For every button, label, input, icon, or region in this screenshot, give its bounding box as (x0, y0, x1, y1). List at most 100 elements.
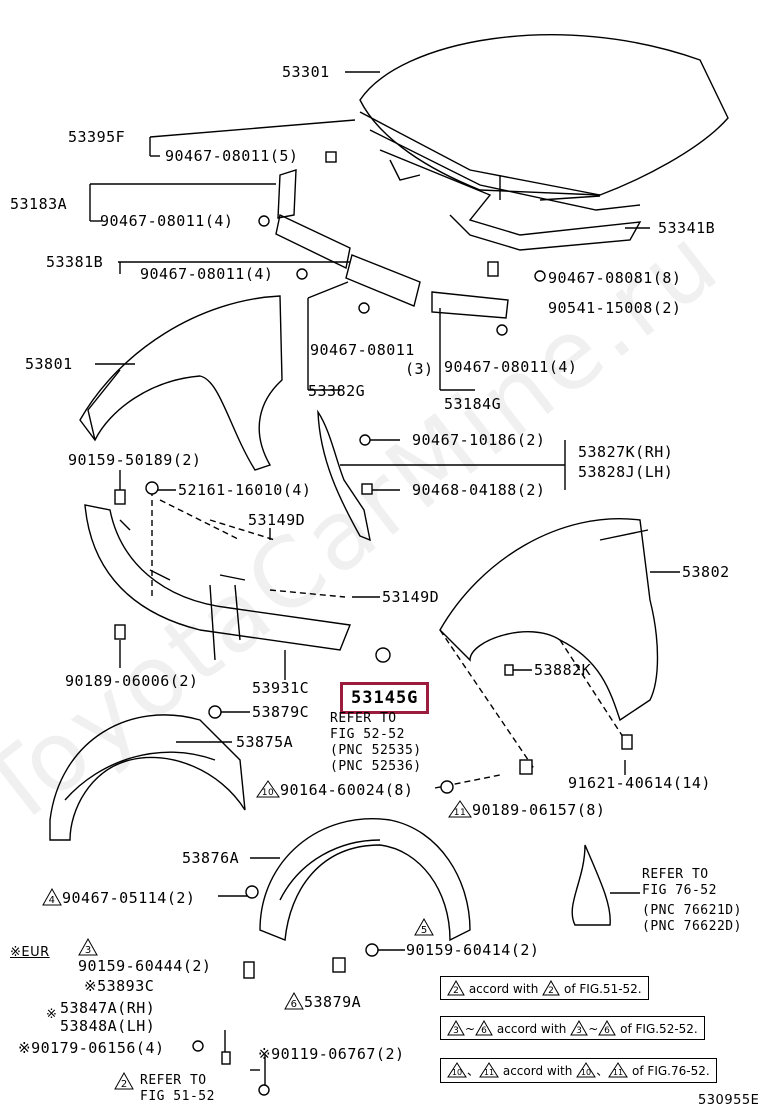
note-triangle-icon: 10 (447, 1062, 467, 1078)
rear-liner-drawing (259, 818, 471, 942)
bolt-91621-40614-label: 91621-40614(14) (568, 774, 711, 792)
svg-text:3: 3 (453, 1026, 459, 1036)
note-box-fig-52-52: 3~6 accord with 3~6 of FIG.52-52. (440, 1016, 705, 1040)
fastener-drawings (114, 151, 633, 1096)
leader-lines (89, 71, 680, 1090)
part-53184G-label: 53184G (444, 395, 502, 413)
part-53828J-label: 53828J(LH) (578, 463, 674, 481)
part-53341B-label: 53341B (658, 219, 716, 237)
svg-text:6: 6 (481, 1026, 487, 1036)
bumper-reinforcement-drawing (84, 504, 351, 661)
svg-text:3: 3 (576, 1026, 582, 1036)
note-triangle-icon: 6 (598, 1019, 617, 1036)
refer-52-52-line2: FIG 52-52 (330, 727, 405, 742)
right-fender-drawing (439, 518, 659, 722)
seal-drawings (275, 169, 509, 542)
front-liner-drawing (49, 714, 246, 841)
note-triangle-icon: 11 (479, 1062, 499, 1078)
svg-text:6: 6 (291, 999, 298, 1010)
part-53183A-label: 53183A (10, 195, 68, 213)
svg-text:2: 2 (548, 986, 554, 996)
part-53382G-label: 53382G (308, 382, 366, 400)
part-53301-label: 53301 (282, 63, 330, 81)
svg-text:11: 11 (454, 808, 466, 818)
note-triangle-4-icon: 4 (42, 887, 62, 906)
note-triangle-10-icon: 10 (256, 780, 280, 798)
note-triangle-3-icon: 3 (78, 938, 98, 956)
refer-52-52-line4: (PNC 52536) (330, 759, 422, 774)
part-53381B-label: 53381B (46, 253, 104, 271)
svg-text:4: 4 (49, 895, 56, 906)
part-53882K-label: 53882K (534, 661, 592, 679)
figure-id: 530955E (698, 1093, 760, 1108)
refer-52-52-line3: (PNC 52535) (330, 743, 422, 758)
note-triangle-icon: 3 (447, 1019, 465, 1036)
refer-51-52-line1: REFER TO (140, 1073, 207, 1088)
star-mark: ※ (46, 1007, 58, 1022)
svg-text:10: 10 (262, 788, 274, 798)
part-53802-label: 53802 (682, 563, 730, 581)
bolt-90159-50189-label: 90159-50189(2) (68, 451, 202, 469)
note-triangle-11-icon: 11 (448, 800, 472, 818)
note-triangle-icon: 2 (542, 979, 561, 996)
note-triangle-icon: 11 (608, 1062, 629, 1078)
bolt-qty-3-label: (3) (405, 360, 434, 378)
refer-76-52-line1: REFER TO (642, 867, 709, 882)
part-53879C-label: 53879C (252, 703, 310, 721)
part-53848A-label: 53848A(LH) (60, 1017, 156, 1035)
note-triangle-5-icon: 5 (414, 918, 434, 936)
svg-text:3: 3 (85, 945, 91, 956)
part-53847A-label: 53847A(RH) (60, 999, 156, 1017)
left-fender-drawing (79, 295, 283, 471)
refer-76-52-line4: (PNC 76622D) (642, 919, 742, 934)
part-53876A-label: 53876A (182, 849, 240, 867)
highlighted-part-53145G[interactable]: 53145G (340, 682, 430, 714)
part-53931C-label: 53931C (252, 679, 310, 697)
bolt-90468-04188-label: 90468-04188(2) (412, 481, 546, 499)
svg-text:10: 10 (581, 1068, 591, 1077)
bolt-90467-08011-4b-label: 90467-08011(4) (140, 265, 274, 283)
note-box-fig-76-52: 10、11 accord with 10、11 of FIG.76-52. (440, 1058, 717, 1083)
mudguard-drawing (571, 844, 611, 926)
bolt-90189-06006-label: 90189-06006(2) (65, 672, 199, 690)
svg-text:10: 10 (452, 1068, 462, 1077)
note-triangle-icon: 6 (475, 1019, 493, 1036)
note-triangle-icon: 3 (570, 1019, 589, 1036)
bolt-90159-60414-label: 90159-60414(2) (406, 941, 540, 959)
note-triangle-icon: 10 (576, 1062, 597, 1078)
clip-52161-16010-label: 52161-16010(4) (178, 481, 312, 499)
part-53801-label: 53801 (25, 355, 73, 373)
note-triangle-6-icon: 6 (284, 991, 304, 1010)
part-53395F-label: 53395F (68, 128, 126, 146)
refer-51-52-line2: FIG 51-52 (140, 1089, 215, 1104)
part-53827K-label: 53827K(RH) (578, 443, 674, 461)
part-53893C-label: ※53893C (84, 977, 155, 995)
bolt-90179-06156-label: ※90179-06156(4) (18, 1039, 165, 1057)
bolt-90467-08011-3-label: 90467-08011 (310, 341, 415, 359)
note-triangle-2-icon: 2 (114, 1072, 134, 1090)
svg-text:6: 6 (604, 1026, 610, 1036)
svg-text:2: 2 (121, 1079, 127, 1090)
bolt-90467-08081-label: 90467-08081(8) (548, 269, 682, 287)
part-53875A-label: 53875A (236, 733, 294, 751)
refer-76-52-line2: FIG 76-52 (642, 883, 717, 898)
part-53149D-b-label: 53149D (382, 588, 440, 606)
refer-76-52-line3: (PNC 76621D) (642, 903, 742, 918)
svg-text:11: 11 (484, 1068, 494, 1077)
bolt-90467-10186-label: 90467-10186(2) (412, 431, 546, 449)
refer-52-52-line1: REFER TO (330, 711, 397, 726)
svg-text:2: 2 (453, 986, 459, 996)
hood-drawing (359, 34, 729, 251)
bolt-90159-60444-label: 90159-60444(2) (78, 957, 212, 975)
bolt-90541-15008-label: 90541-15008(2) (548, 299, 682, 317)
note-box-fig-51-52: 2 accord with 2 of FIG.51-52. (440, 976, 649, 1000)
eur-note: ※EUR (10, 945, 50, 960)
bolt-90467-08011-4a-label: 90467-08011(4) (100, 212, 234, 230)
svg-text:11: 11 (613, 1068, 623, 1077)
note-triangle-icon: 2 (447, 979, 465, 996)
